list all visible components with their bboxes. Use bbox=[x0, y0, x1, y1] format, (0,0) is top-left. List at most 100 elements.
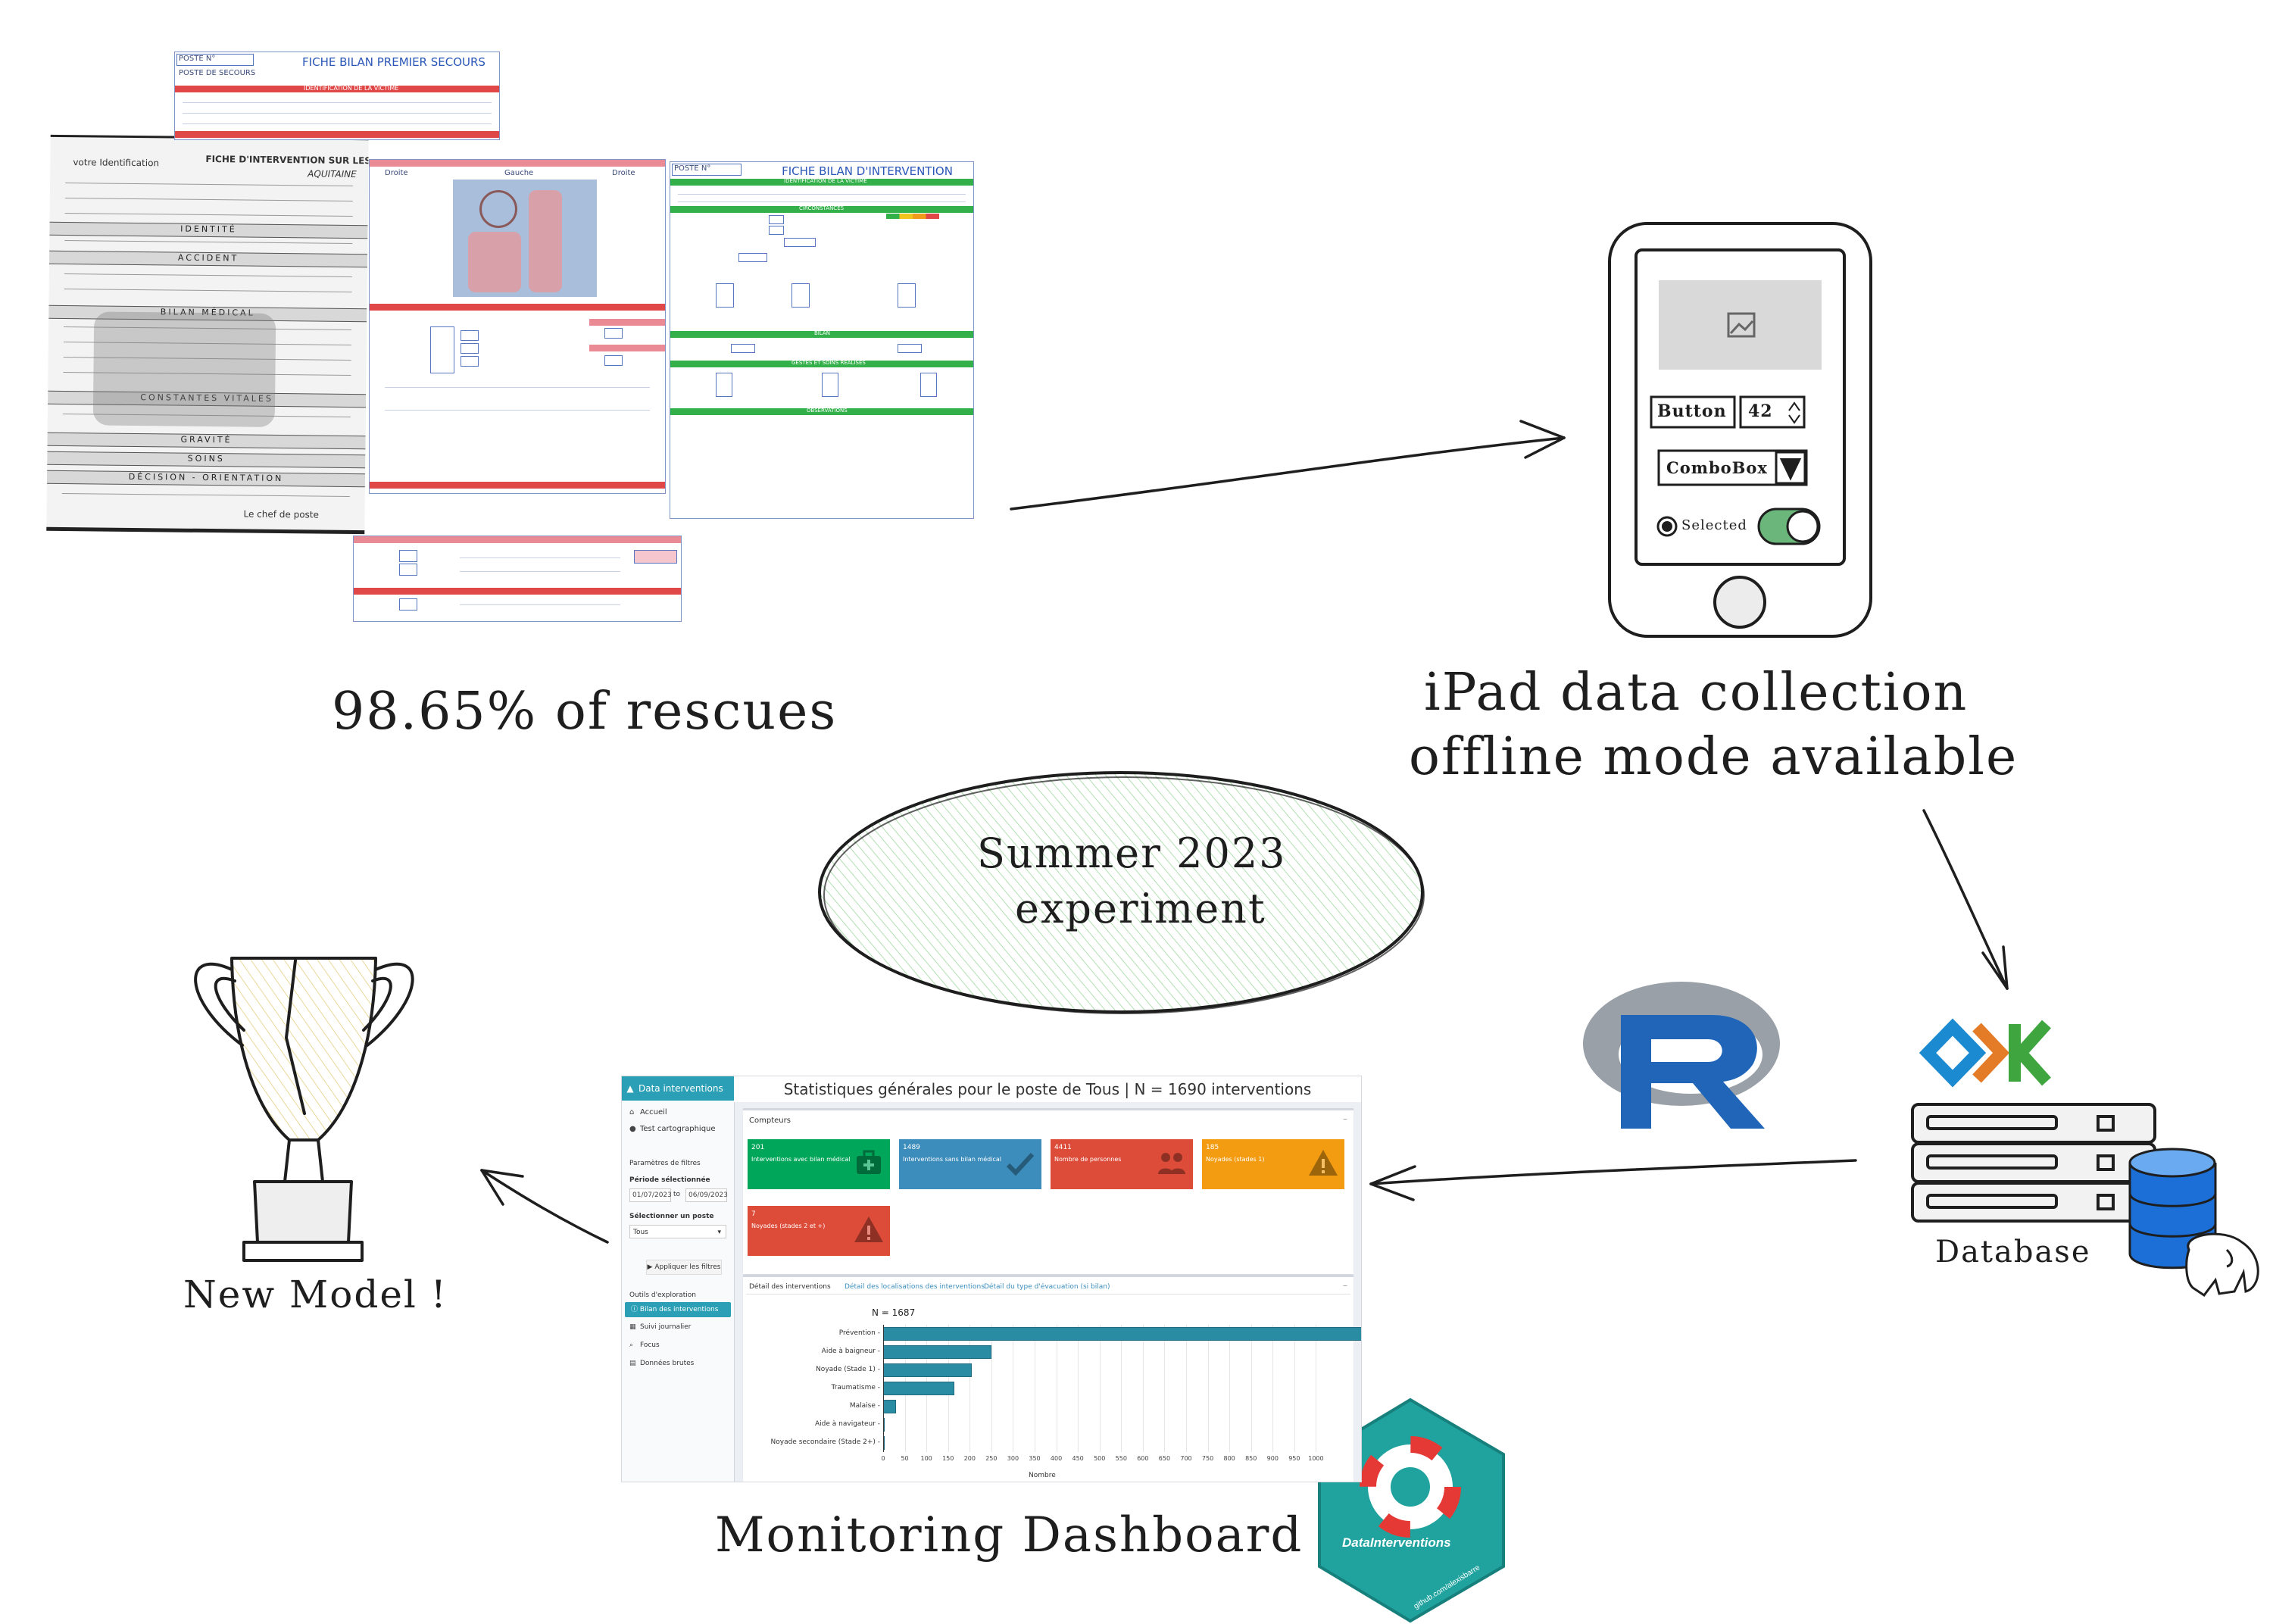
chart-gridline bbox=[1272, 1325, 1274, 1452]
scanned-paper-form: votre Identification FICHE D'INTERVENTIO… bbox=[46, 134, 369, 535]
green-form-band5: OBSERVATIONS bbox=[807, 408, 848, 414]
calendar-icon: ▦ bbox=[629, 1323, 636, 1331]
hex-logo-title: DataInterventions bbox=[1342, 1535, 1451, 1550]
chart-x-tick: 250 bbox=[985, 1455, 998, 1462]
tab-evacuation[interactable]: Détail du type d'évacuation (si bilan) bbox=[984, 1283, 1110, 1291]
date-to-input[interactable]: 06/09/2023 bbox=[685, 1188, 728, 1202]
body-form-col1: Droite bbox=[385, 169, 408, 177]
counter-medical-value: 201 bbox=[751, 1144, 765, 1151]
chart-x-tick: 100 bbox=[920, 1455, 932, 1462]
post-select[interactable]: Tous▾ bbox=[629, 1225, 726, 1238]
users-icon bbox=[1158, 1153, 1185, 1174]
scan-heading-care: SOINS bbox=[187, 453, 225, 464]
r-logo-icon bbox=[1583, 982, 1780, 1129]
dashboard-sidebar: ▲Data interventions ⌂Accueil ●Test carto… bbox=[622, 1076, 735, 1482]
arrow-ipad-to-database bbox=[1922, 809, 2009, 990]
tool-raw[interactable]: ▤ Données brutes bbox=[629, 1360, 694, 1367]
chart-category-label: Noyade (Stade 1) - bbox=[816, 1366, 880, 1373]
ipad-radio-label[interactable]: Selected bbox=[1681, 517, 1747, 533]
post-label: Sélectionner un poste bbox=[629, 1213, 714, 1220]
tool-focus-label: Focus bbox=[640, 1341, 660, 1349]
nav-map-test[interactable]: ●Test cartographique bbox=[629, 1125, 716, 1133]
chart-xlabel: Nombre bbox=[1029, 1472, 1056, 1479]
table-icon: ▤ bbox=[629, 1360, 636, 1367]
tool-bilan[interactable]: ⓘ Bilan des interventions bbox=[625, 1302, 731, 1317]
caption-database: Database bbox=[1935, 1235, 2091, 1270]
chart-x-tick: 450 bbox=[1072, 1455, 1084, 1462]
counter-persons: 4411 Nombre de personnes bbox=[1051, 1139, 1193, 1189]
experiment-ellipse bbox=[818, 771, 1425, 1014]
counter-drown1-value: 185 bbox=[1206, 1144, 1219, 1151]
arrow-forms-to-ipad bbox=[1010, 420, 1566, 511]
apply-filters-button[interactable]: ▶ Appliquer les filtres bbox=[646, 1260, 722, 1275]
period-label: Période sélectionnée bbox=[629, 1176, 710, 1184]
chart-gridline bbox=[1186, 1325, 1187, 1452]
ipad-spinner[interactable]: 42 bbox=[1748, 401, 1773, 421]
chart-x-tick: 50 bbox=[901, 1455, 909, 1462]
chart-n-label: N = 1687 bbox=[872, 1307, 916, 1318]
chart-x-tick: 650 bbox=[1158, 1455, 1171, 1462]
database-icon bbox=[1911, 1103, 2156, 1223]
detail-panel: Détail des interventions Détail des loca… bbox=[743, 1275, 1361, 1482]
medkit-icon bbox=[857, 1150, 881, 1174]
date-from-input[interactable]: 01/07/2023 bbox=[629, 1188, 672, 1202]
scan-heading-decision: DÉCISION - ORIENTATION bbox=[128, 471, 284, 484]
chart-category-label: Aide à navigateur - bbox=[815, 1420, 880, 1428]
paper-form-transport bbox=[353, 536, 682, 622]
chart-x-tick: 900 bbox=[1266, 1455, 1279, 1462]
chart-category-label: Prévention - bbox=[838, 1329, 880, 1337]
chart-category-label: Malaise - bbox=[849, 1402, 880, 1410]
scan-identity-label: votre Identification bbox=[73, 157, 160, 169]
chart-gridline bbox=[1164, 1325, 1166, 1452]
tool-daily[interactable]: ▦Suivi journalier bbox=[629, 1323, 691, 1331]
chart-x-tick: 0 bbox=[881, 1455, 885, 1462]
home-icon: ⌂ bbox=[629, 1108, 635, 1116]
scan-footer: Le chef de poste bbox=[243, 508, 320, 520]
counters-panel: Compteurs – 201 Interventions avec bilan… bbox=[743, 1108, 1353, 1274]
dashboard-app-name: Data interventions bbox=[639, 1083, 723, 1094]
chart-x-tick: 950 bbox=[1288, 1455, 1300, 1462]
tool-bilan-label: Bilan des interventions bbox=[639, 1306, 719, 1313]
chart-x-tick: 700 bbox=[1180, 1455, 1192, 1462]
chart-x-tick: 400 bbox=[1050, 1455, 1063, 1462]
collapse-icon[interactable]: – bbox=[1343, 1113, 1347, 1124]
chart-gridline bbox=[1099, 1325, 1101, 1452]
counter-drown2-label: Noyades (stades 2 et +) bbox=[751, 1223, 826, 1229]
chart-x-tick: 350 bbox=[1029, 1455, 1041, 1462]
chart-gridline bbox=[1121, 1325, 1122, 1452]
paper-form-first-aid: POSTE N° FICHE BILAN PREMIER SECOURS POS… bbox=[174, 52, 500, 140]
paper-form-body-diagram: Droite Gauche Droite bbox=[369, 159, 666, 494]
collapse-icon[interactable]: – bbox=[1343, 1280, 1347, 1291]
ipad-button[interactable]: Button bbox=[1657, 401, 1727, 421]
counter-nomed-value: 1489 bbox=[903, 1144, 920, 1151]
chart-bar bbox=[883, 1400, 897, 1413]
chart-bar bbox=[883, 1363, 973, 1377]
scan-heading-severity: GRAVITÉ bbox=[180, 434, 233, 445]
nav-home[interactable]: ⌂ Accueil bbox=[629, 1108, 667, 1116]
chart-x-tick: 200 bbox=[963, 1455, 976, 1462]
warning-icon bbox=[854, 1216, 883, 1242]
chart-category-label: Traumatisme - bbox=[831, 1384, 880, 1391]
green-form-band1: IDENTIFICATION DE LA VICTIME bbox=[784, 178, 867, 184]
scan-region: AQUITAINE bbox=[308, 168, 357, 180]
caption-ipad-line2: offline mode available bbox=[1409, 727, 2019, 787]
nav-home-label: Accueil bbox=[640, 1108, 667, 1116]
tool-focus[interactable]: ⌕Focus bbox=[629, 1341, 660, 1349]
dashboard-title: Statistiques générales pour le poste de … bbox=[734, 1076, 1361, 1102]
tool-raw-label: Données brutes bbox=[640, 1360, 695, 1367]
chart-x-tick: 800 bbox=[1223, 1455, 1235, 1462]
chart-x-tick: 600 bbox=[1137, 1455, 1149, 1462]
chart-category-label: Aide à baigneur - bbox=[821, 1348, 880, 1355]
filters-heading: Paramètres de filtres bbox=[629, 1160, 701, 1167]
ipad-combobox[interactable]: ComboBox bbox=[1666, 458, 1768, 477]
tab-interventions[interactable]: Détail des interventions bbox=[749, 1283, 831, 1291]
post-select-value: Tous bbox=[633, 1229, 648, 1236]
top-form-title: FICHE BILAN PREMIER SECOURS bbox=[302, 55, 486, 69]
counter-medical: 201 Interventions avec bilan médical bbox=[748, 1139, 890, 1189]
arrow-database-to-dashboard bbox=[1369, 1159, 1857, 1201]
tab-localisations[interactable]: Détail des localisations des interventio… bbox=[845, 1283, 985, 1291]
odk-logo-icon bbox=[1919, 1018, 2051, 1088]
chart-x-tick: 550 bbox=[1115, 1455, 1127, 1462]
